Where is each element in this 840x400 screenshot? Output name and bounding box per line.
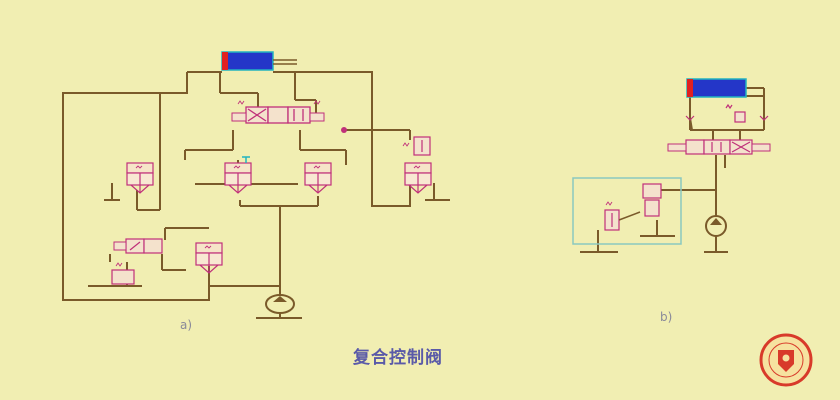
directional-valve-b-icon (667, 139, 771, 155)
circuit-b (580, 87, 765, 253)
pump-b-icon (705, 215, 727, 237)
cartridge-valve-4 (404, 162, 432, 194)
circuit-a (62, 71, 450, 319)
solenoid-valve-icon (113, 238, 163, 254)
pump-icon (265, 294, 295, 314)
relief-valve-icon (402, 136, 431, 156)
directional-valve-icon (231, 100, 325, 124)
diagram-b-label: b) (660, 310, 673, 324)
cartridge-valve-1 (126, 162, 154, 194)
junction-dot (341, 127, 347, 133)
logo-seal-icon (759, 333, 813, 387)
cartridge-valve-3 (304, 162, 332, 194)
cartridge-valve-5 (195, 242, 223, 274)
hydraulic-cylinder-icon (221, 51, 297, 71)
cartridge-valve-2 (224, 162, 252, 194)
caption-title: 复合控制阀 (353, 348, 443, 368)
highlight-box (572, 177, 682, 245)
hydraulic-cylinder-b-icon (686, 78, 747, 98)
relief-valve-small-icon (111, 262, 135, 285)
check-valve-icon (685, 103, 769, 123)
diagram-a-label: a) (180, 318, 193, 332)
relief-valve-b-icon (604, 183, 662, 231)
